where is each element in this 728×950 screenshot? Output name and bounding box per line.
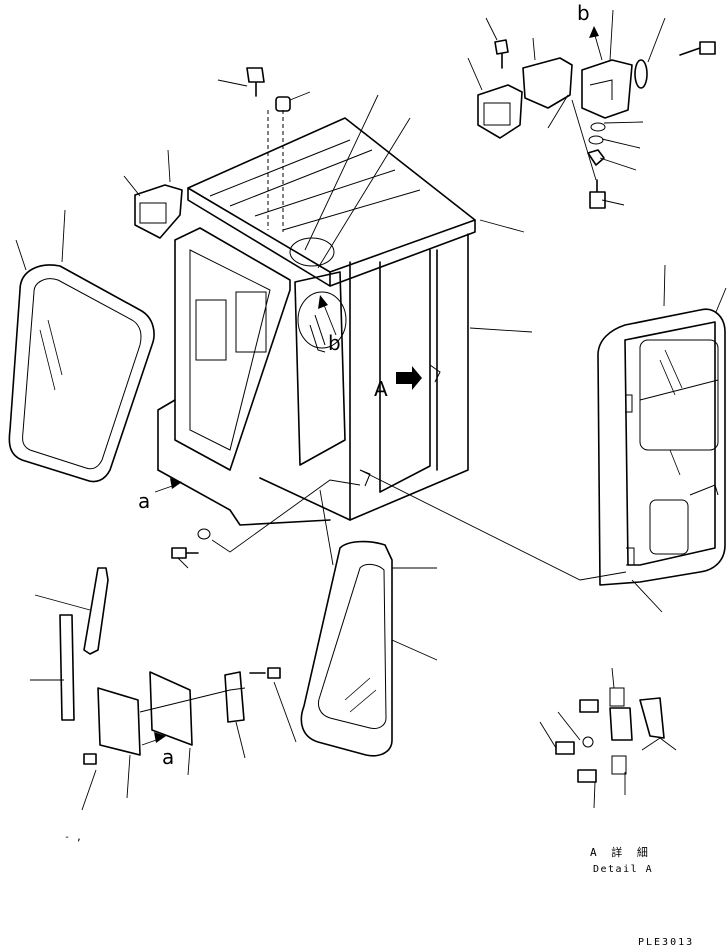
work-lamp-left xyxy=(134,184,183,239)
front-lower-glass xyxy=(300,540,393,757)
fasteners xyxy=(171,39,716,559)
door-assembly xyxy=(597,308,726,586)
work-lamp-top-right xyxy=(477,57,573,139)
drawing-number: PLE3013 xyxy=(638,937,694,948)
cab-body xyxy=(157,110,476,526)
detail-a-hardware xyxy=(555,687,665,783)
callout-a-cab: a xyxy=(138,489,150,513)
detail-a-en-label: Detail A xyxy=(593,864,653,875)
lamp-bracket xyxy=(581,59,633,119)
callout-b-top: b xyxy=(577,1,590,25)
left-side-window xyxy=(8,264,155,483)
page-mark: - , xyxy=(64,832,82,843)
callout-A: A xyxy=(374,377,388,401)
leader-lines xyxy=(15,9,727,811)
mirror-assembly xyxy=(59,567,281,765)
detail-a-jp-label: A 詳 細 xyxy=(590,845,652,859)
callout-b-cab: b xyxy=(328,331,341,355)
callout-a-mirror: a xyxy=(162,745,174,769)
